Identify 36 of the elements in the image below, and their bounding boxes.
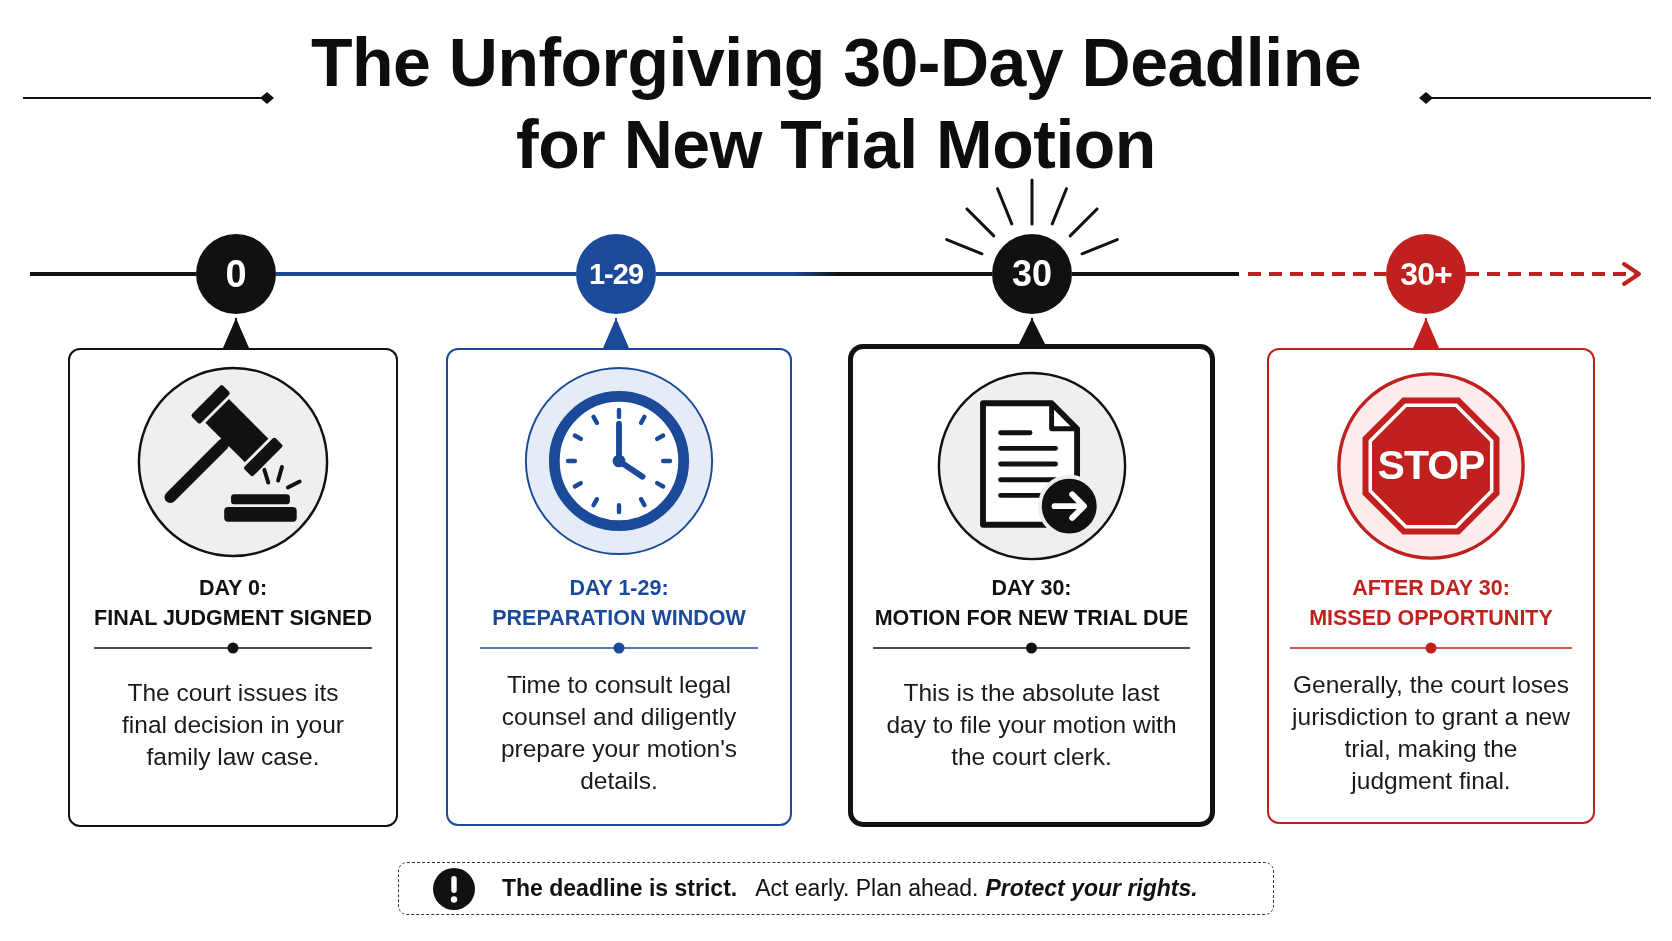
stop-sign <box>1362 397 1500 535</box>
timeline-card <box>68 348 398 827</box>
card-heading: MOTION FOR NEW TRIAL DUE <box>873 605 1190 632</box>
day-label: DAY 0: <box>197 575 269 602</box>
day-label: DAY 30: <box>990 575 1073 602</box>
timeline-arrow <box>1466 262 1641 286</box>
day-number: 1-29 <box>588 259 643 289</box>
timeline-line <box>276 272 576 276</box>
pointer-arrow <box>603 317 629 349</box>
day-number: 0 <box>225 255 247 293</box>
card-description: The court issues its final decision in your family law case. <box>121 678 345 772</box>
warning-text: The deadline is strict. <box>502 875 738 902</box>
card-heading: PREPARATION WINDOW <box>491 605 747 632</box>
card-description: Generally, the court loses jurisdiction to grant a new trial, making the judgment final. <box>1291 670 1571 796</box>
timeline-line <box>656 272 992 276</box>
timeline-line <box>1072 272 1386 276</box>
timeline-card <box>446 348 792 826</box>
timeline-line <box>30 272 196 276</box>
card-heading: FINAL JUDGMENT SIGNED <box>93 605 373 632</box>
card-heading: MISSED OPPORTUNITY <box>1308 605 1554 632</box>
timeline-card <box>848 344 1215 827</box>
day-number: 30+ <box>1400 258 1452 290</box>
card-description: This is the absolute last day to file your motion with the court clerk. <box>885 678 1178 772</box>
note-box <box>398 862 1274 915</box>
pointer-arrow <box>1413 317 1439 349</box>
timeline-card <box>1267 348 1595 824</box>
title: The Unforgiving 30-Day Deadline for New Trial Motion <box>310 23 1362 184</box>
sign-text: STOP <box>1376 445 1486 486</box>
pointer-arrow <box>223 317 249 349</box>
card-description: Time to consult legal counsel and diligently prepare your motion's details. <box>499 670 739 796</box>
day-label: AFTER DAY 30: <box>1351 575 1511 602</box>
emphasis-text: Protect your rights. <box>985 875 1198 902</box>
day-label: DAY 1-29: <box>568 575 670 602</box>
pointer-arrow <box>1019 317 1045 345</box>
advice-text: Act early. Plan ahead. <box>755 875 979 902</box>
day-number: 30 <box>1011 256 1052 292</box>
